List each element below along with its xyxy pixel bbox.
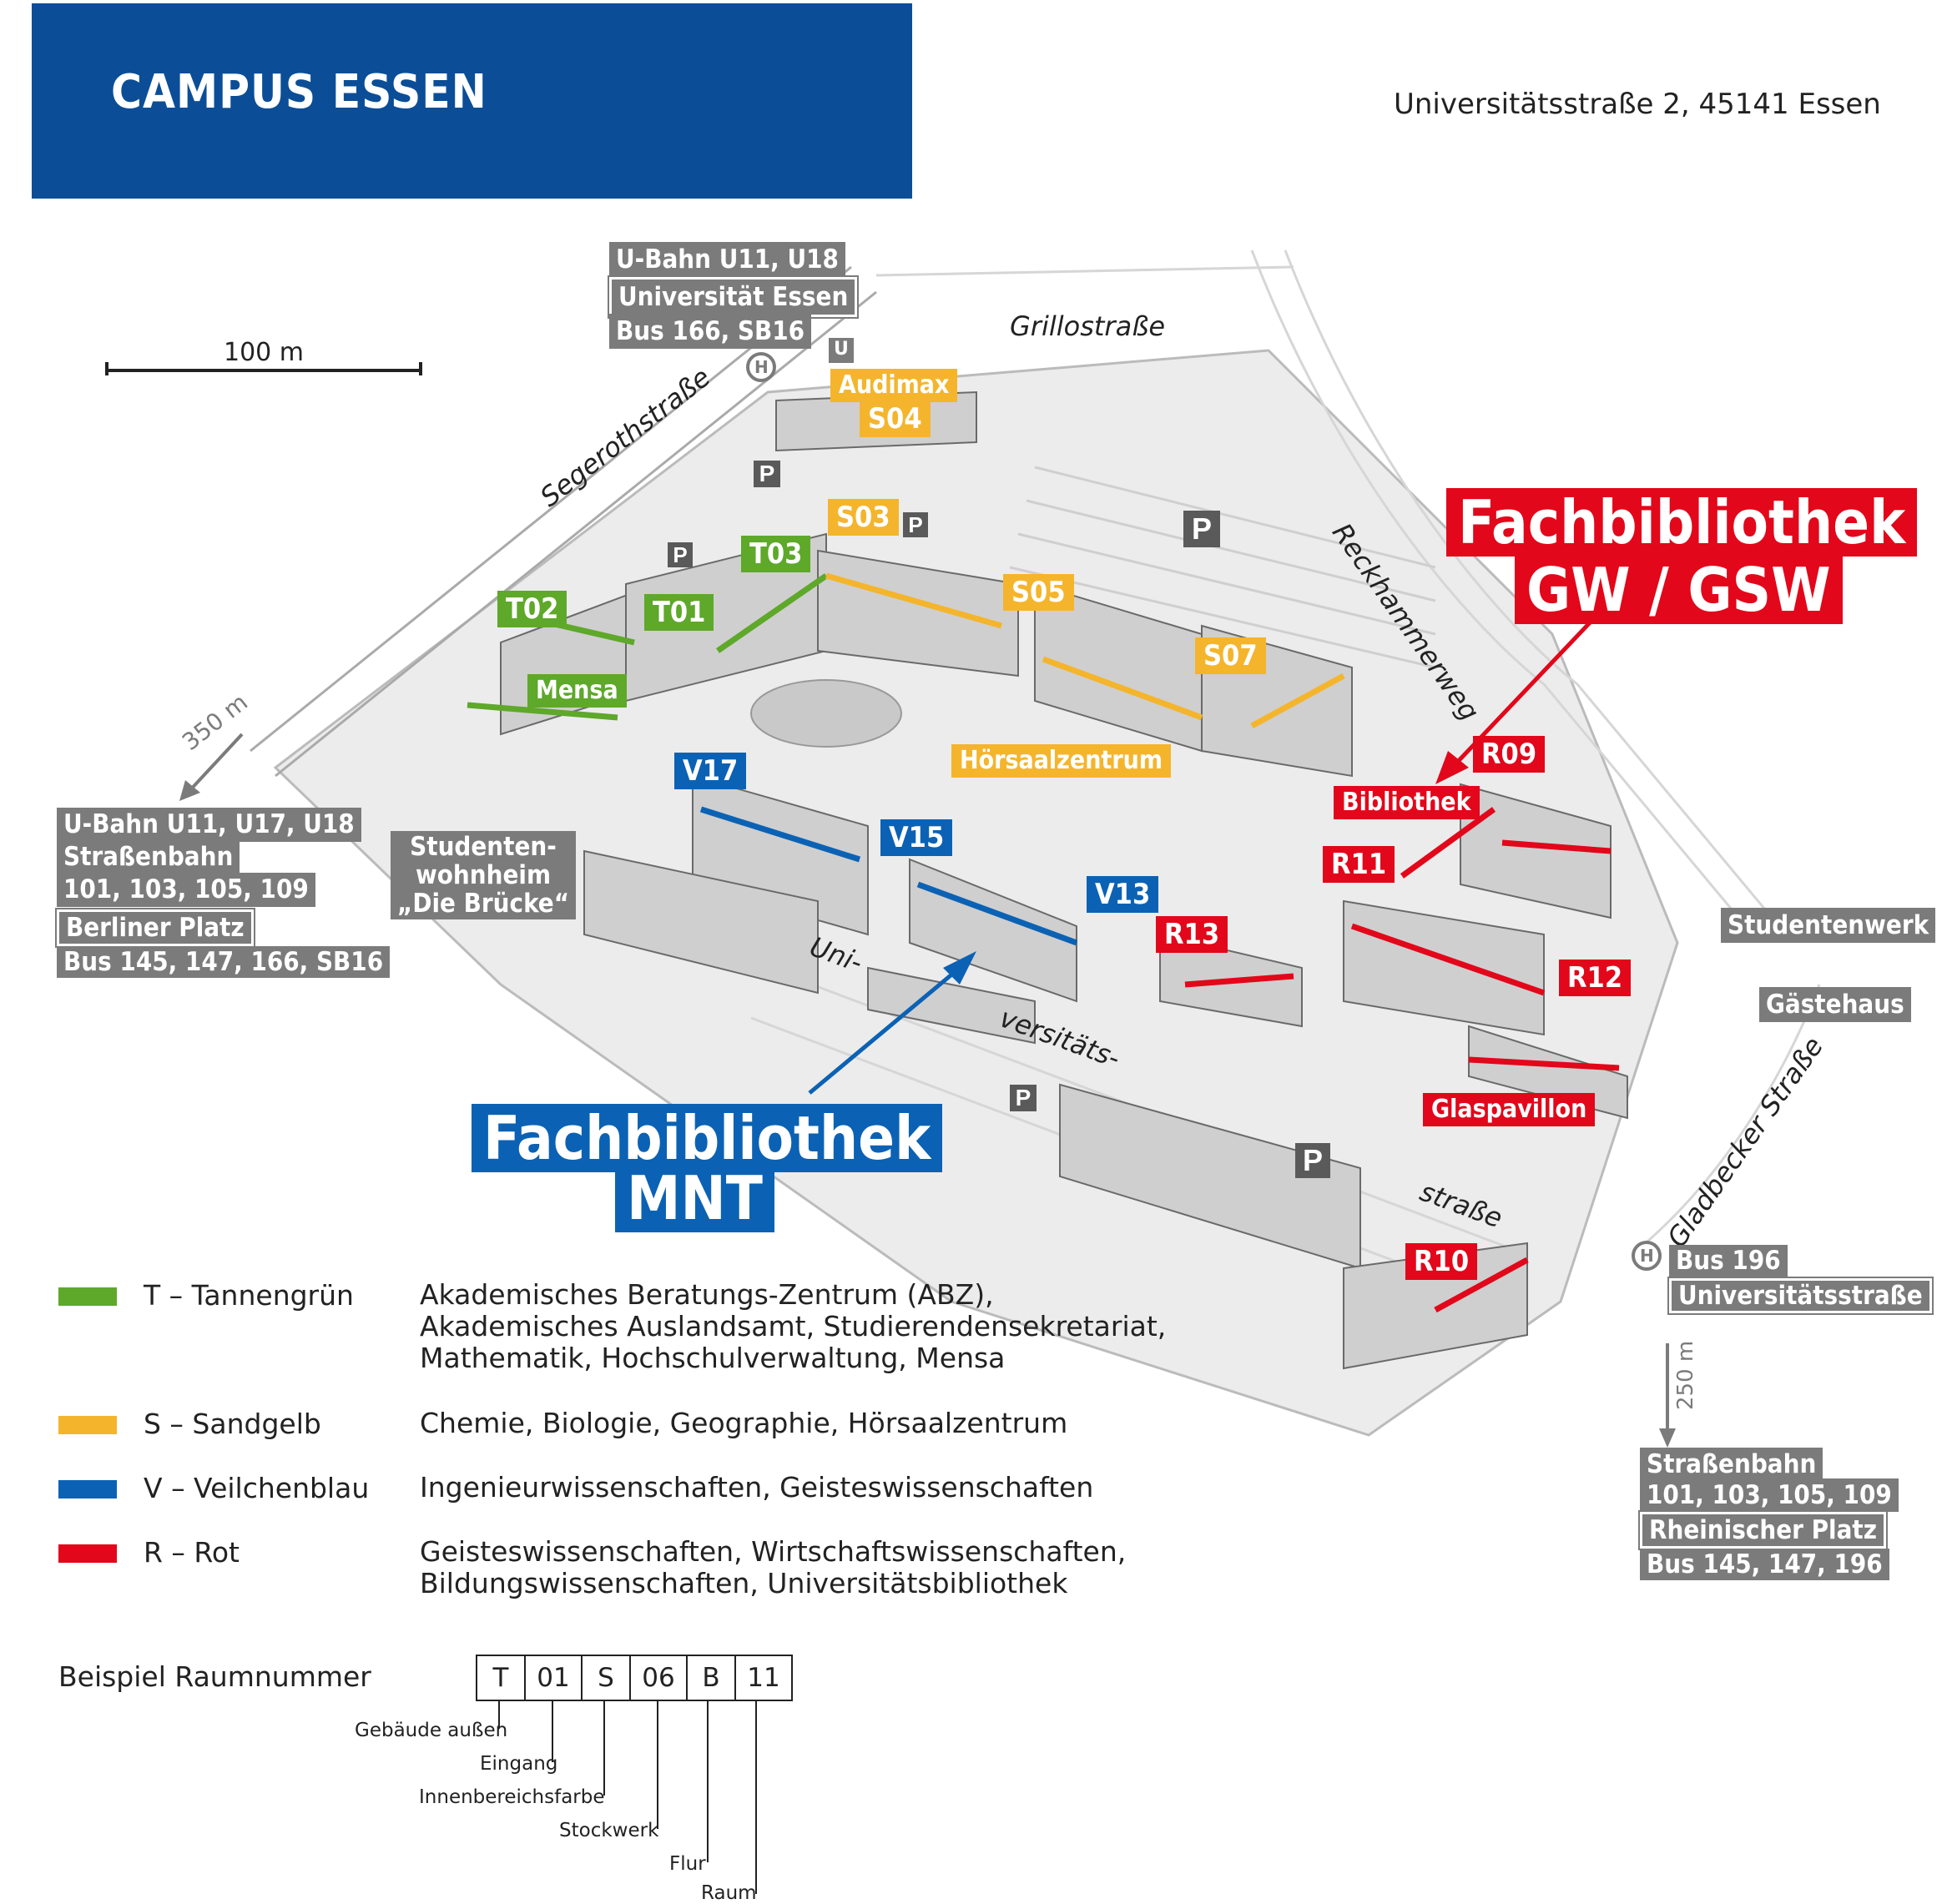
legend-desc-t: Akademisches Beratungs-Zentrum (ABZ), Ak… [420, 1279, 1166, 1374]
transit-left-stop: Berliner Platz [55, 908, 255, 948]
legend-desc-s: Chemie, Biologie, Geographie, Hörsaalzen… [420, 1407, 1068, 1439]
campus-pond [750, 679, 902, 748]
parking-lot-lines [1009, 466, 1436, 669]
transit-top-line: U-Bahn U11, U18 [609, 242, 845, 277]
transit-bottom-line2: 101, 103, 105, 109 [1640, 1478, 1899, 1512]
room-cell: 06 [631, 1656, 688, 1700]
building-blocks [500, 390, 1628, 1370]
building-hoersaalzentrum: Hörsaalzentrum [951, 744, 1171, 778]
wohnheim-line3: „Die Brücke“ [397, 889, 570, 919]
room-cell: B [688, 1656, 736, 1700]
room-part-flur: Flur [669, 1853, 706, 1875]
room-cell: S [583, 1656, 631, 1700]
legend-desc-t-3: Mathematik, Hochschulverwaltung, Mensa [420, 1342, 1006, 1374]
library-mnt-line2: MNT [615, 1164, 774, 1232]
room-number-example: T 01 S 06 B 11 [476, 1655, 793, 1701]
building-s03: S03 [828, 499, 899, 536]
ubahn-icon: U [834, 339, 849, 360]
library-mnt-line1: Fachbibliothek [472, 1104, 943, 1172]
room-part-gebaeude: Gebäude außen [355, 1720, 508, 1741]
legend-code-t: T – Tannengrün [144, 1279, 354, 1312]
transit-right-bus: Bus 196 [1669, 1245, 1788, 1277]
transit-bottom-stop: Rheinischer Platz [1638, 1510, 1888, 1550]
legend-code-r: R – Rot [144, 1536, 240, 1569]
building-s04: S04 [860, 400, 931, 437]
room-cell: 01 [526, 1656, 583, 1700]
building-r10: R10 [1405, 1243, 1478, 1280]
room-cell: T [477, 1656, 526, 1700]
room-part-stockwerk: Stockwerk [559, 1820, 659, 1841]
building-studentenwerk: Studentenwerk [1721, 908, 1936, 943]
building-r13: R13 [1156, 916, 1228, 953]
parking-icon: P [1295, 1143, 1330, 1178]
transit-top-stop: Universität Essen [607, 275, 860, 319]
bus-stop-icon-right: H [1640, 1246, 1654, 1266]
legend-swatch-r [58, 1544, 117, 1563]
building-r09: R09 [1473, 736, 1546, 773]
building-bibliothek: Bibliothek [1334, 786, 1480, 819]
transit-bottom-line1: Straßenbahn [1640, 1448, 1823, 1481]
legend-code-v: V – Veilchenblau [144, 1472, 370, 1504]
legend-desc-t-1: Akademisches Beratungs-Zentrum (ABZ), [420, 1278, 994, 1311]
wohnheim-line2: wohnheim [415, 860, 552, 890]
legend-desc-t-2: Akademisches Auslandsamt, Studierendense… [420, 1310, 1167, 1342]
wohnheim-line1: Studenten- [410, 832, 557, 862]
page-title: CAMPUS ESSEN [111, 65, 487, 119]
building-v17: V17 [674, 753, 747, 789]
room-part-raum: Raum [701, 1882, 757, 1904]
room-example-label: Beispiel Raumnummer [58, 1660, 371, 1693]
transit-right-stop: Universitätsstraße [1667, 1277, 1934, 1315]
bus-stop-icon-top: H [754, 357, 769, 377]
building-r12: R12 [1559, 960, 1632, 996]
building-t01: T01 [644, 594, 714, 631]
building-v15: V15 [880, 819, 953, 856]
parking-icon: P [1183, 511, 1220, 547]
building-gaestehaus: Gästehaus [1759, 987, 1911, 1022]
room-part-eingang: Eingang [480, 1753, 558, 1775]
building-studentenwohnheim: Studenten- wohnheim „Die Brücke“ [391, 831, 577, 919]
parking-icon: P [1010, 1085, 1037, 1111]
transit-bottom-bus: Bus 145, 147, 196 [1640, 1549, 1889, 1580]
building-r11: R11 [1323, 846, 1395, 883]
legend-swatch-v [58, 1480, 117, 1499]
legend-swatch-t [58, 1287, 117, 1306]
parking-icon: P [668, 542, 693, 567]
legend-code-s: S – Sandgelb [144, 1408, 321, 1440]
room-cell: 11 [747, 1663, 780, 1693]
building-s07: S07 [1195, 637, 1266, 674]
building-audimax: Audimax [830, 369, 958, 402]
transit-left-line2: Straßenbahn [57, 840, 240, 874]
legend-desc-v: Ingenieurwissenschaften, Geisteswissensc… [420, 1471, 1094, 1504]
legend-swatch-s [58, 1416, 117, 1434]
scale-bar [105, 362, 422, 375]
tram-stop-icons [746, 338, 1662, 1271]
campus-address: Universitätsstraße 2, 45141 Essen [1394, 88, 1881, 121]
transit-left-line3: 101, 103, 105, 109 [57, 873, 315, 907]
parking-icon: P [754, 461, 780, 487]
building-s05: S05 [1003, 574, 1074, 611]
library-gw-line2: GW / GSW [1515, 556, 1843, 624]
parking-icon: P [903, 512, 928, 537]
building-glaspavillon: Glaspavillon [1423, 1093, 1596, 1126]
building-mensa: Mensa [527, 674, 627, 708]
transit-left-bus: Bus 145, 147, 166, SB16 [57, 946, 391, 978]
transit-top-bus: Bus 166, SB16 [609, 314, 812, 349]
building-t03: T03 [741, 536, 811, 572]
room-part-innenbereich: Innenbereichsfarbe [419, 1786, 605, 1808]
legend-desc-r-1: Geisteswissenschaften, Wirtschaftswissen… [420, 1535, 1127, 1568]
colour-stripes [467, 572, 1620, 1313]
building-t02: T02 [497, 591, 567, 627]
transit-left-line1: U-Bahn U11, U17, U18 [57, 808, 361, 842]
scale-label: 100 m [224, 338, 305, 367]
street-grillostrasse: Grillostraße [1010, 310, 1166, 342]
library-gw-line1: Fachbibliothek [1446, 488, 1918, 557]
header-bar [32, 3, 912, 199]
legend-desc-r: Geisteswissenschaften, Wirtschaftswissen… [420, 1536, 1126, 1599]
legend-desc-r-2: Bildungswissenschaften, Universitätsbibl… [420, 1567, 1068, 1599]
building-v13: V13 [1087, 876, 1159, 913]
